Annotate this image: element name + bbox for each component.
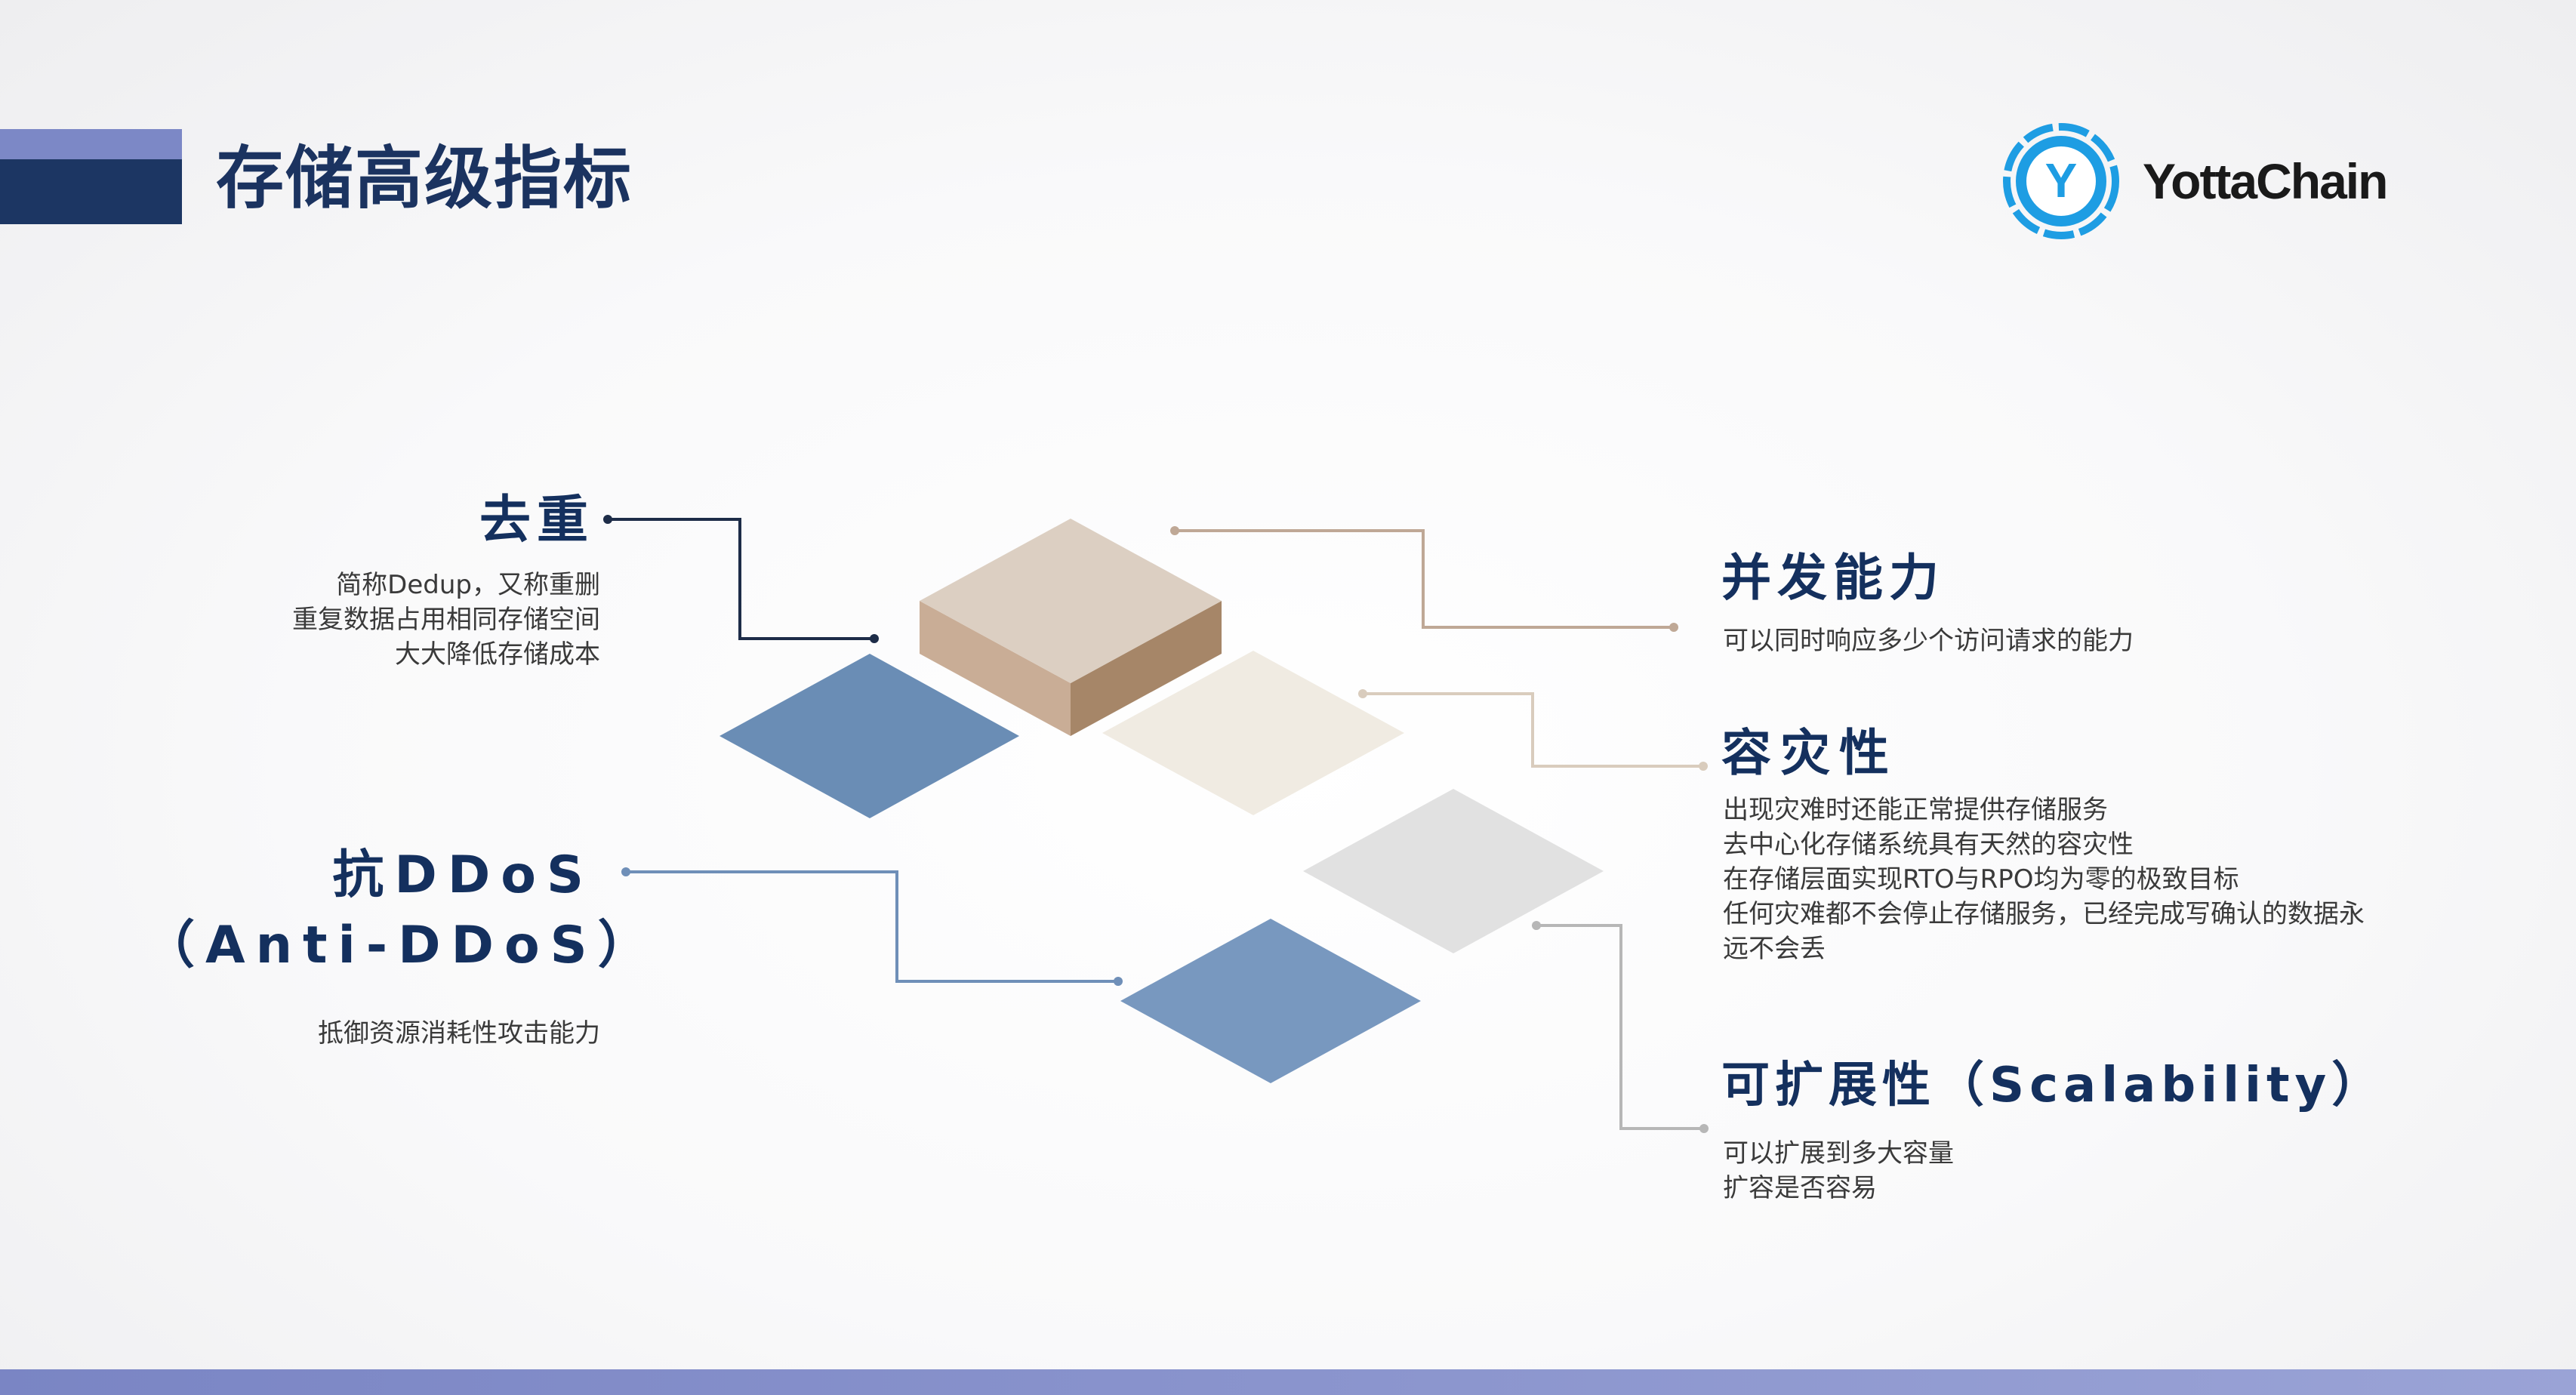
yottachain-logo-icon: Y <box>2003 123 2119 239</box>
connector-scalability <box>1536 924 1704 1130</box>
scalability-title: 可扩展性（Scalability） <box>1721 1058 2386 1113</box>
block-right-face <box>1071 601 1222 736</box>
tile-blue-bottom <box>1120 919 1421 1083</box>
connector-dot <box>1114 977 1123 986</box>
anti-ddos-subtitle: （Anti-DDoS） <box>143 916 660 975</box>
header-accent-stripe <box>0 129 182 159</box>
logo-letter: Y <box>2045 153 2078 208</box>
connector-dot <box>1699 762 1708 771</box>
page-title: 存储高级指标 <box>216 139 633 218</box>
connector-dot <box>1669 623 1678 632</box>
connector-dot <box>621 867 630 876</box>
connector-dot <box>1532 921 1541 930</box>
disaster-recovery-title: 容灾性 <box>1721 724 1898 782</box>
dedup-line: 大大降低存储成本 <box>395 639 600 670</box>
disaster-recovery-description: 出现灾难时还能正常提供存储服务 去中心化存储系统具有天然的容灾性 在存储层面实现… <box>1723 793 2478 966</box>
concurrency-line: 可以同时响应多少个访问请求的能力 <box>1723 626 2134 656</box>
dedup-line: 简称Dedup，又称重删 <box>336 570 600 600</box>
scalability-line: 可以扩展到多大容量 <box>1723 1138 1954 1169</box>
disaster-recovery-line: 任何灾难都不会停止存储服务，已经完成写确认的数据永 <box>1723 899 2365 929</box>
footer-bar <box>0 1369 2576 1395</box>
tile-gray <box>1303 789 1604 953</box>
concurrency-title: 并发能力 <box>1721 549 1945 607</box>
dedup-line: 重复数据占用相同存储空间 <box>292 605 600 635</box>
connector-concurrency <box>1175 529 1674 629</box>
dedup-title: 去重 <box>479 491 594 550</box>
connector-dot <box>1699 1124 1709 1133</box>
connector-disaster <box>1363 692 1703 768</box>
logo-text: YottaChain <box>2143 153 2388 209</box>
anti-ddos-line: 抵御资源消耗性攻击能力 <box>318 1018 600 1049</box>
connector-dot <box>870 634 879 643</box>
anti-ddos-title: 抗DDoS <box>332 845 594 905</box>
disaster-recovery-line: 在存储层面实现RTO与RPO均为零的极致目标 <box>1723 864 2239 895</box>
dedup-description: 简称Dedup，又称重删 重复数据占用相同存储空间 大大降低存储成本 <box>147 568 600 672</box>
connector-ddos <box>626 870 1118 983</box>
disaster-recovery-line: 出现灾难时还能正常提供存储服务 <box>1723 795 2108 825</box>
yottachain-logo: Y YottaChain <box>2001 121 2393 242</box>
scalability-line: 扩容是否容易 <box>1723 1173 1877 1203</box>
connector-dot <box>1170 526 1179 535</box>
anti-ddos-description: 抵御资源消耗性攻击能力 <box>147 1016 600 1051</box>
tile-blue-left <box>719 654 1019 818</box>
tile-cream <box>1102 651 1404 815</box>
block-left-face <box>920 601 1071 736</box>
block-top-face <box>920 519 1222 683</box>
disaster-recovery-line: 去中心化存储系统具有天然的容灾性 <box>1723 830 2134 860</box>
connector-dot <box>1358 689 1367 698</box>
connector-dedup <box>608 518 874 640</box>
disaster-recovery-line: 远不会丢 <box>1723 934 1826 964</box>
concurrency-description: 可以同时响应多少个访问请求的能力 <box>1723 624 2402 658</box>
scalability-description: 可以扩展到多大容量 扩容是否容易 <box>1723 1136 2327 1206</box>
connector-dot <box>603 515 612 524</box>
